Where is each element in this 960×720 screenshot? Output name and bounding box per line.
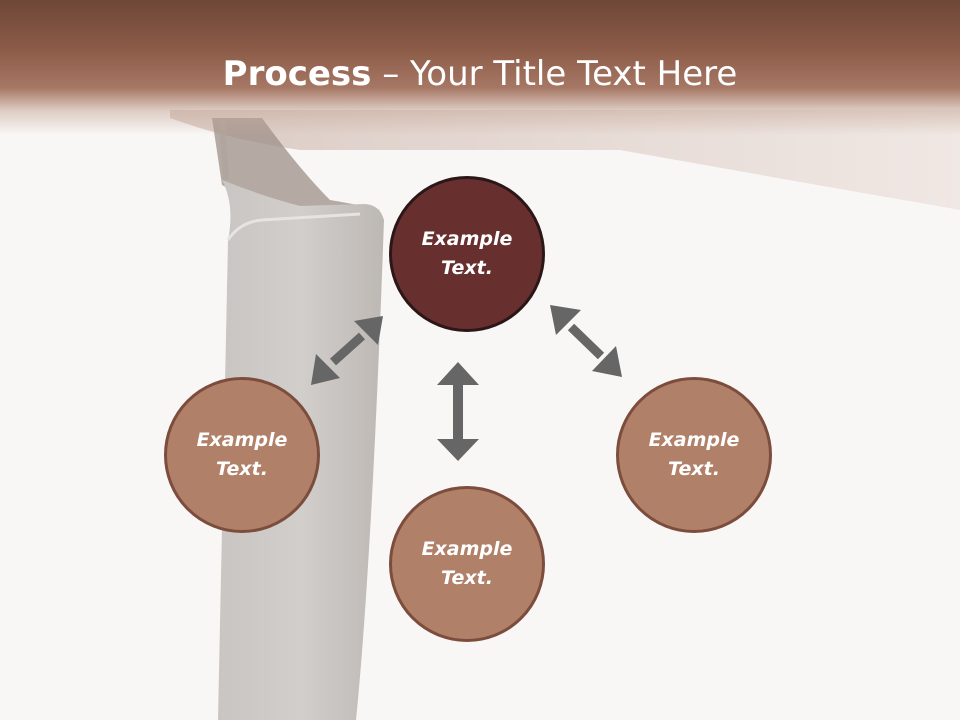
header-bar — [0, 0, 960, 135]
title-bold: Process — [222, 54, 372, 94]
arrow-vertical — [437, 362, 479, 461]
title-rest: Your Title Text Here — [410, 54, 738, 94]
arrow-top-left — [311, 316, 383, 385]
node-left: Example Text. — [164, 377, 320, 533]
arrow-top-right — [550, 305, 622, 377]
node-left-label: Example Text. — [196, 429, 288, 480]
node-bottom-label: Example Text. — [421, 538, 513, 589]
node-bottom: Example Text. — [389, 486, 545, 642]
node-top: Example Text. — [389, 176, 545, 332]
slide-title: Process – Your Title Text Here — [0, 52, 960, 96]
title-separator: – — [371, 54, 411, 94]
node-top-label: Example Text. — [421, 228, 513, 279]
node-right: Example Text. — [616, 377, 772, 533]
node-right-label: Example Text. — [648, 429, 740, 480]
